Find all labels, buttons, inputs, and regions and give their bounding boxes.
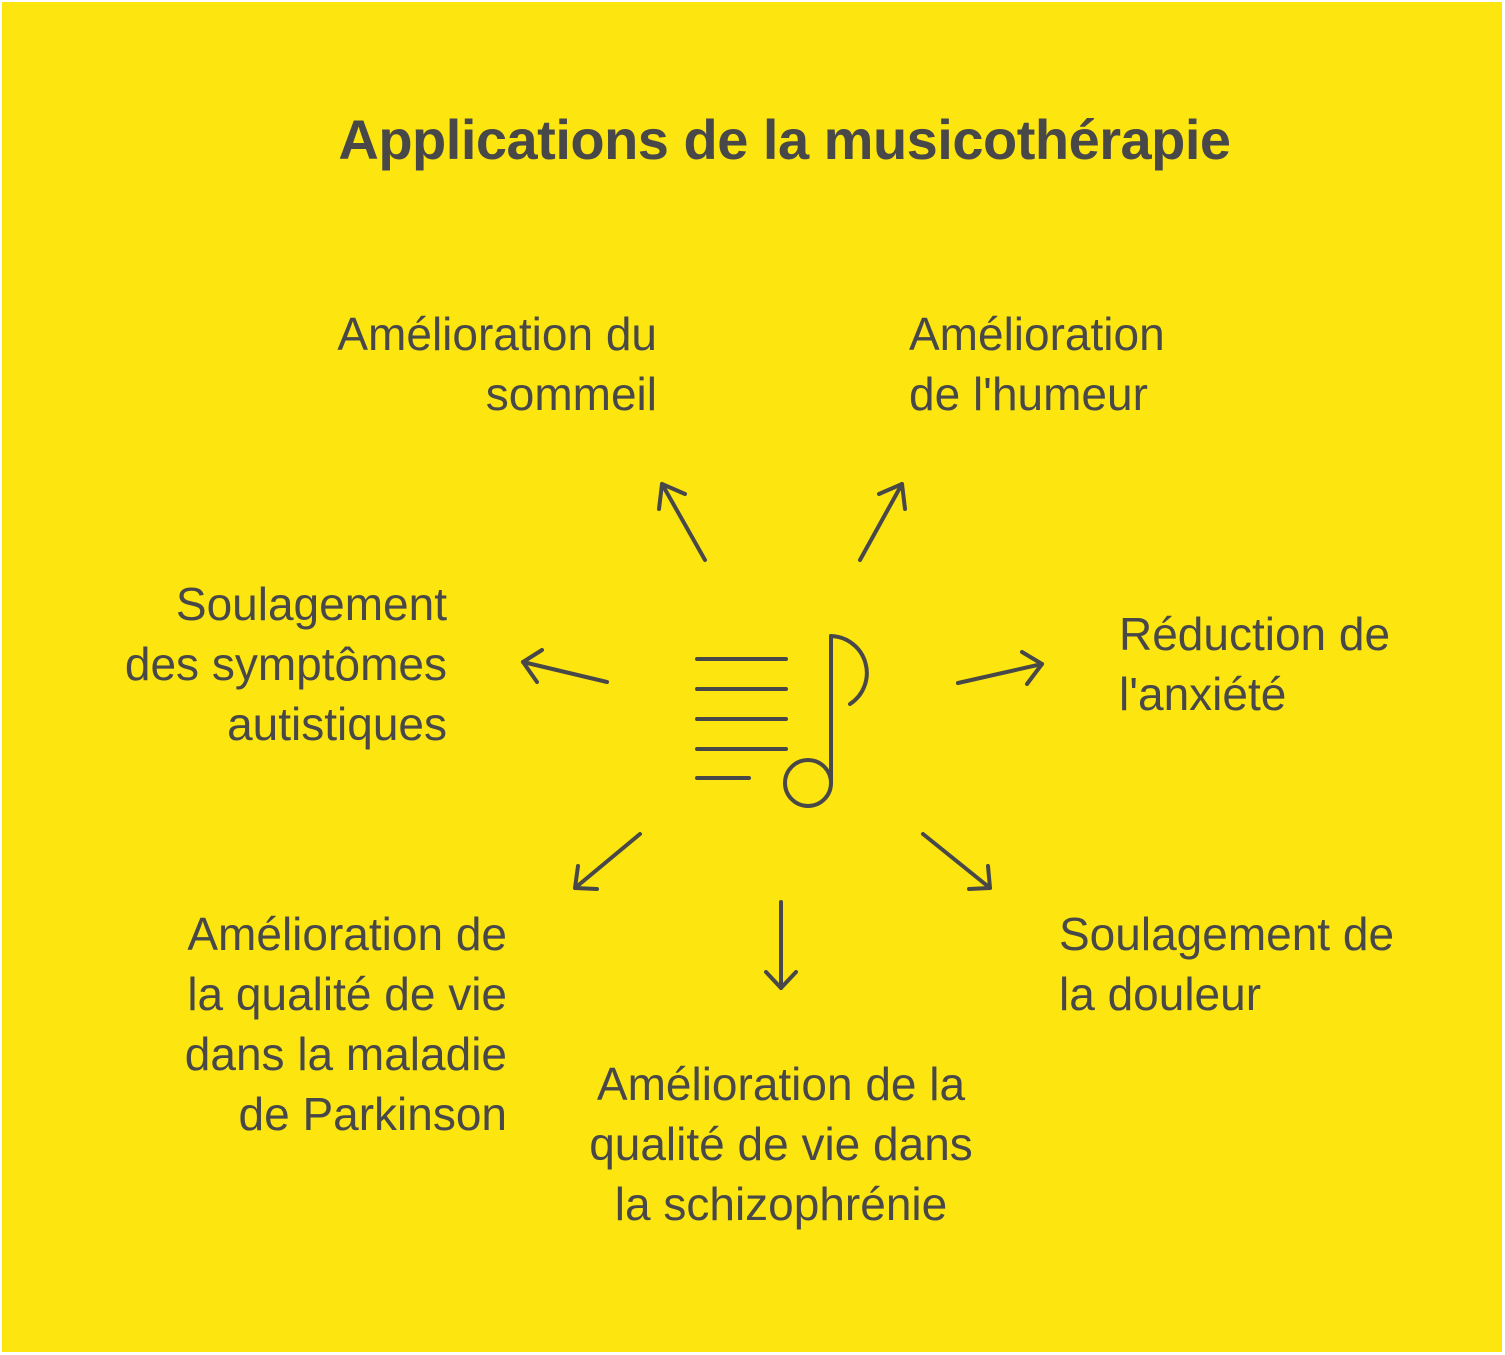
- arrow-to-autistiques-icon: [521, 648, 609, 684]
- arrow-to-sommeil-icon: [657, 482, 707, 562]
- arrow-to-parkinson-icon: [573, 832, 642, 891]
- music-note-with-lines-icon: [695, 634, 869, 808]
- label-humeur: Amélioration de l'humeur: [909, 308, 1165, 420]
- label-parkinson: Amélioration de la qualité de vie dans l…: [184, 908, 507, 1140]
- label-schizophrenie: Amélioration de la qualité de vie dans l…: [589, 1058, 973, 1230]
- diagram-title: Applications de la musicothérapie: [338, 108, 1231, 171]
- label-sommeil: Amélioration du sommeil: [337, 308, 657, 420]
- label-douleur: Soulagement de la douleur: [1059, 908, 1395, 1020]
- label-anxiete: Réduction de l'anxiété: [1119, 608, 1391, 720]
- arrow-to-douleur-icon: [921, 832, 992, 891]
- label-autistiques: Soulagement des symptômes autistiques: [124, 578, 447, 750]
- arrow-to-humeur-icon: [858, 482, 907, 562]
- arrow-to-schizophrenie-icon: [764, 900, 798, 990]
- arrow-to-anxiete-icon: [956, 650, 1044, 686]
